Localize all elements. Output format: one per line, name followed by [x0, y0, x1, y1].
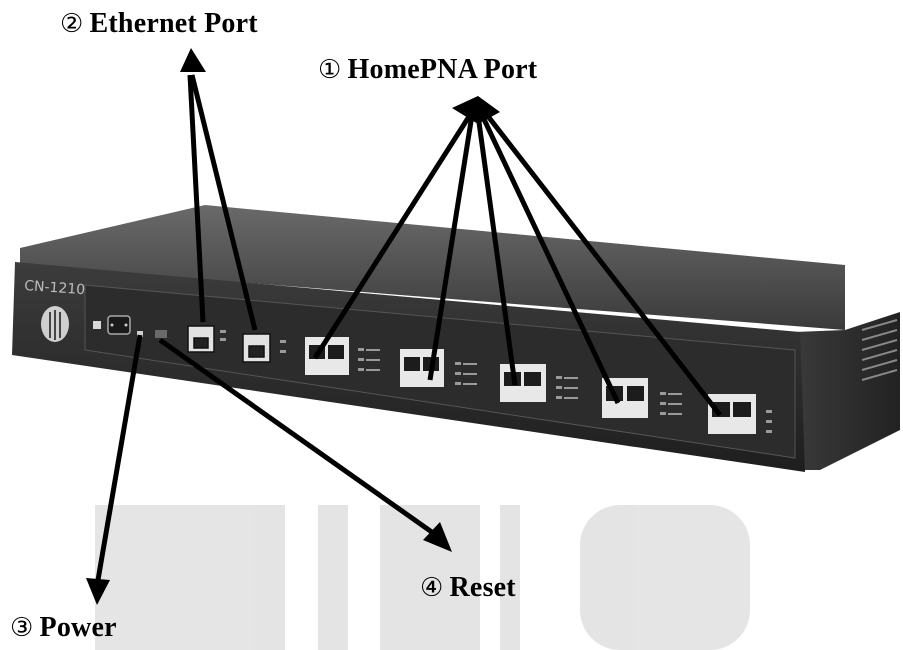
logo-icon	[41, 306, 69, 342]
power-arrow	[95, 334, 143, 581]
homepna-arrows	[312, 113, 722, 417]
homepna-text: HomePNA Port	[347, 54, 538, 85]
ethernet-arrows	[187, 74, 258, 331]
ethernet-arrowhead	[180, 48, 206, 72]
reset-arrowhead	[423, 522, 452, 552]
device-side	[795, 312, 900, 470]
homepna-arrowhead	[452, 96, 500, 124]
side-vents	[861, 319, 898, 381]
model-label: CN-1210	[24, 278, 86, 298]
ethernet-text: Ethernet Port	[89, 8, 258, 39]
power-number: ③	[10, 613, 34, 643]
reset-text: Reset	[449, 572, 516, 603]
device-top	[20, 205, 845, 330]
floor-stripes	[95, 505, 750, 650]
ethernet-number: ②	[60, 9, 84, 39]
reset-number: ④	[420, 573, 444, 603]
power-area	[93, 315, 167, 338]
ethernet-ports	[187, 325, 271, 363]
power-arrowhead	[86, 578, 110, 605]
homepna-number: ①	[318, 55, 342, 85]
power-text: Power	[39, 612, 117, 643]
reset-arrow	[158, 337, 438, 538]
status-leds	[220, 330, 772, 433]
